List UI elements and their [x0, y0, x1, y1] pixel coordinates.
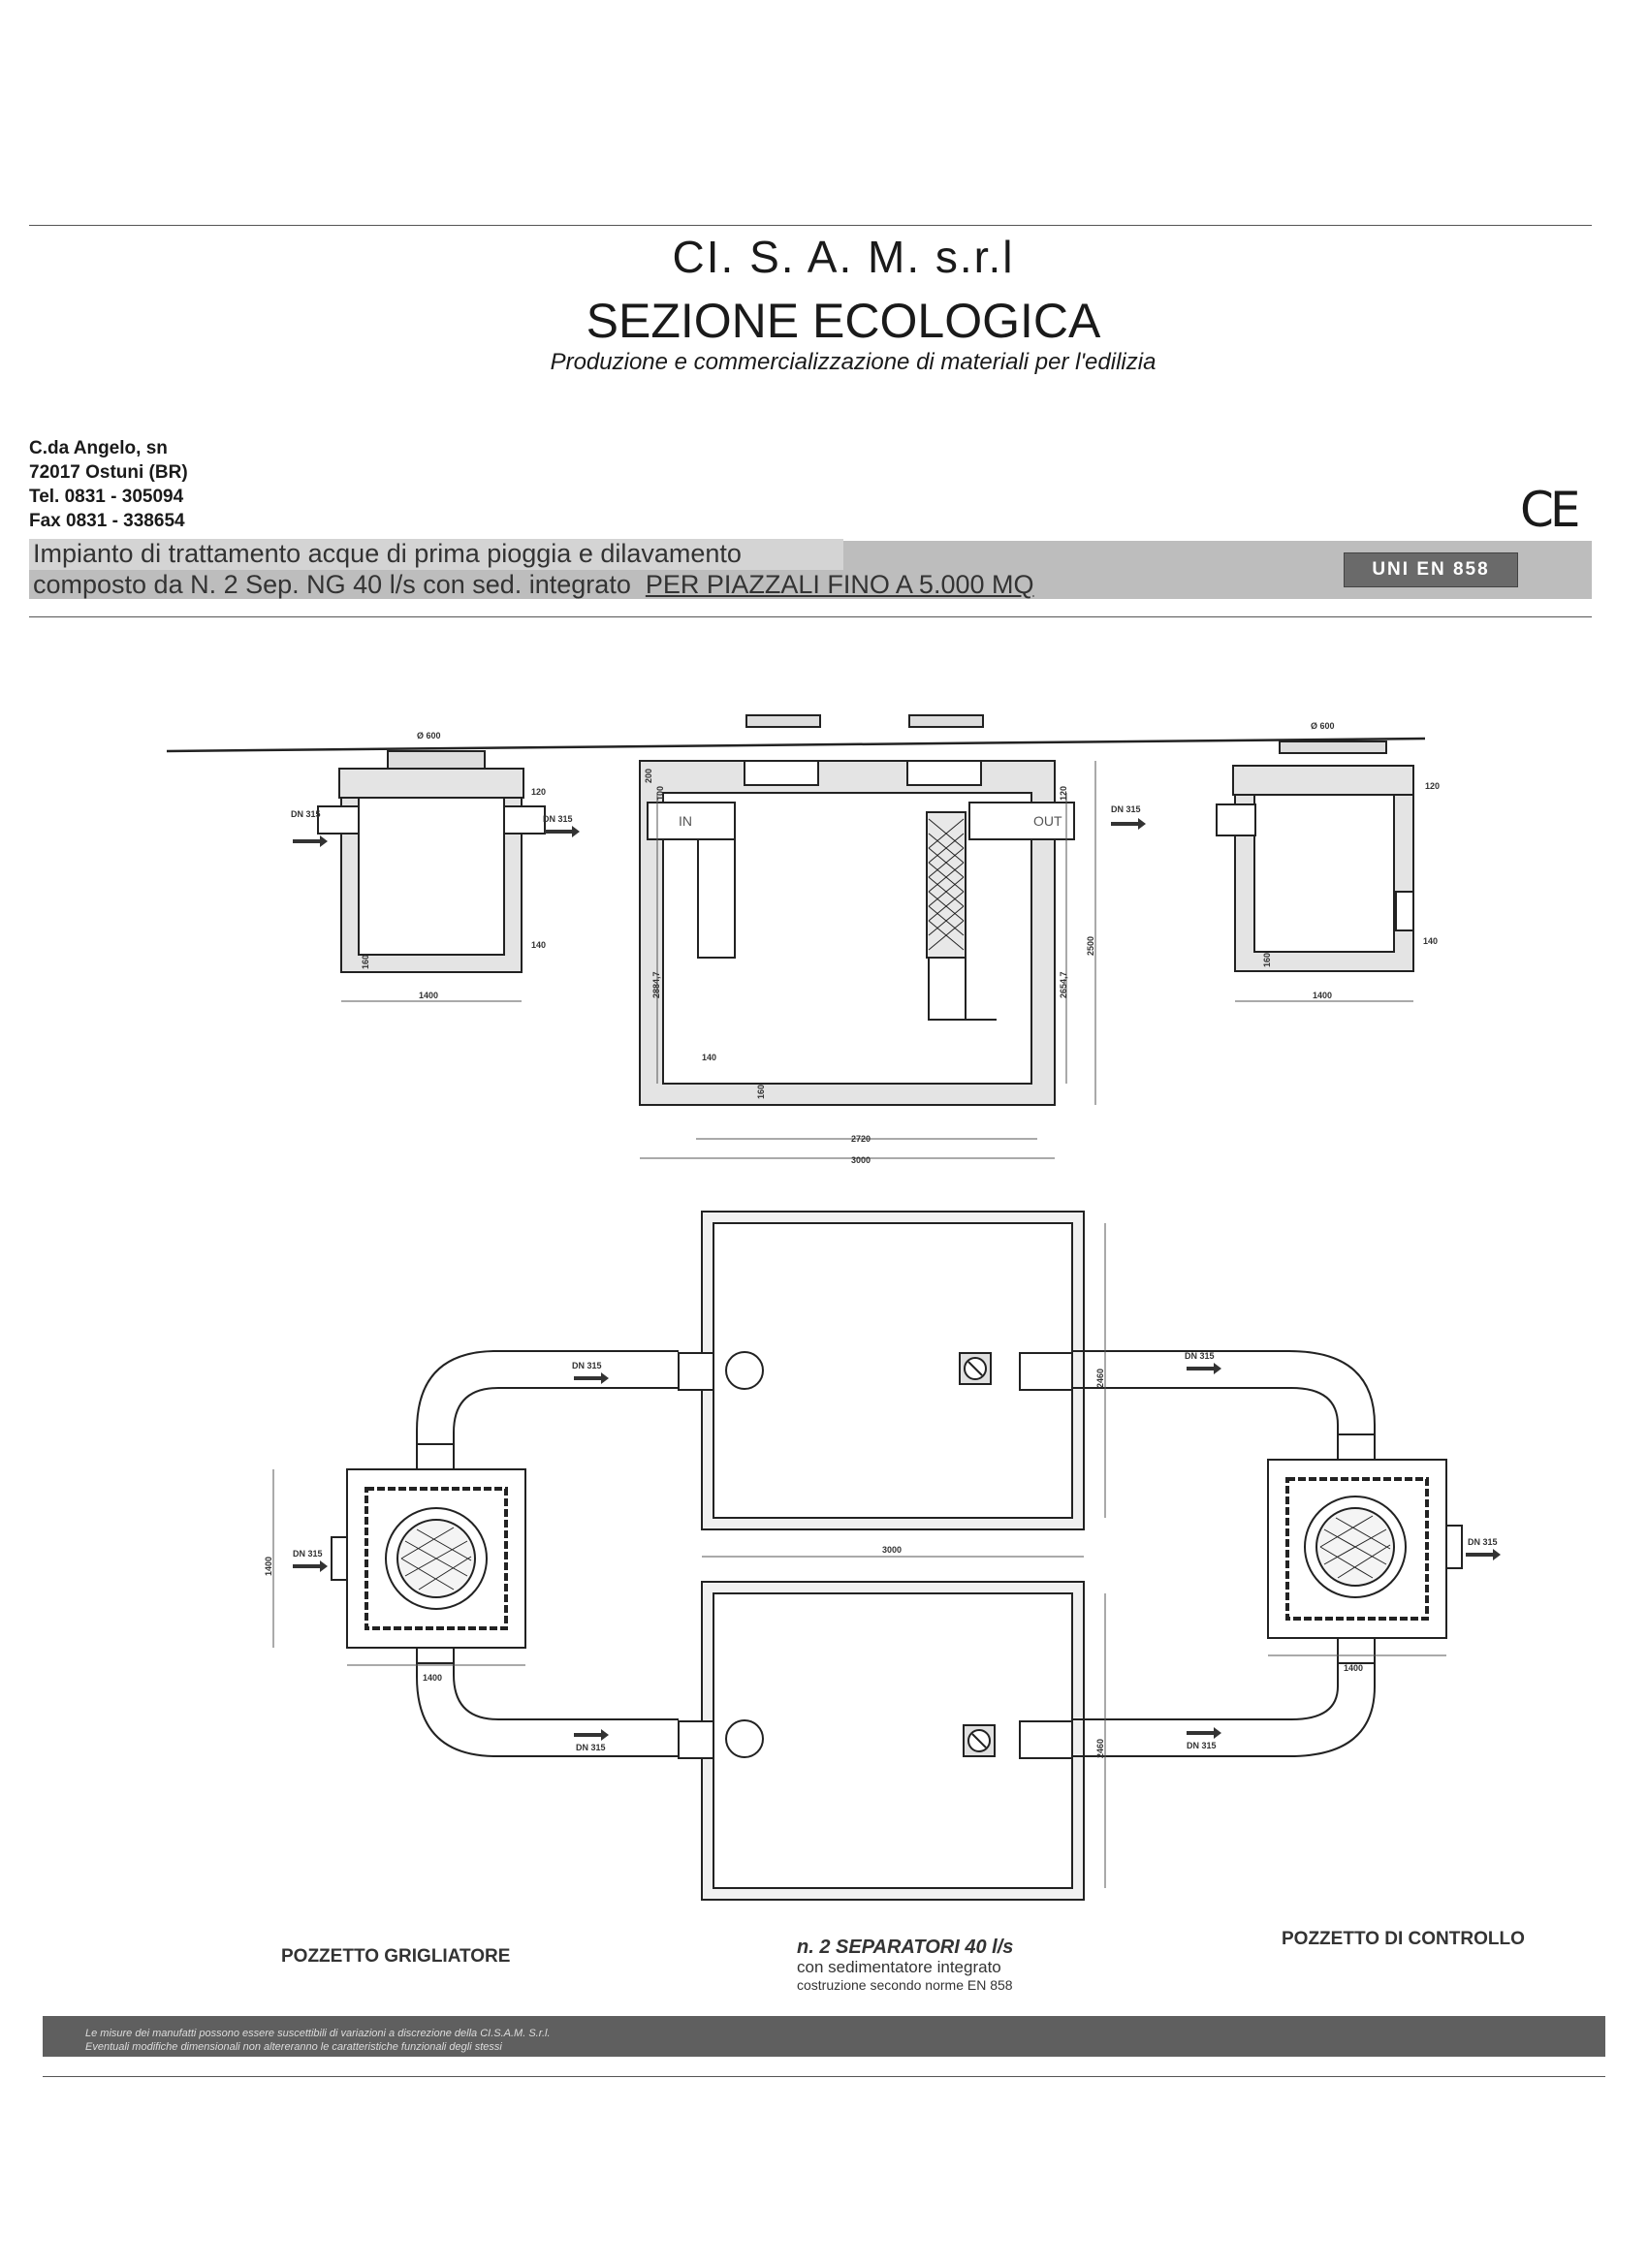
- caption-pozzetto-grigliatore: POZZETTO GRIGLIATORE: [281, 1946, 511, 1967]
- label-plan-1400-left: 1400: [423, 1673, 442, 1683]
- pipes: [416, 1350, 1376, 1757]
- ground-line: [166, 737, 1426, 753]
- description-line2-underlined: PER PIAZZALI FINO A 5.000 MQ: [645, 570, 1034, 599]
- standard-badge: UNI EN 858: [1344, 552, 1518, 587]
- label-height-left: 2884,7: [651, 971, 661, 998]
- tagline: Produzione e commercializzazione di mate…: [550, 349, 1157, 375]
- section-pozzetto-controllo: [1216, 740, 1414, 972]
- description-line2: composto da N. 2 Sep. NG 40 l/s con sed.…: [33, 570, 1034, 600]
- address-street: C.da Angelo, sn: [29, 438, 168, 458]
- label-140-sep: 140: [702, 1053, 716, 1062]
- label-dn-right-in: DN 315: [1111, 804, 1141, 814]
- label-120-right: 120: [1425, 781, 1440, 791]
- label-dn-out: DN 315: [1468, 1537, 1498, 1547]
- label-1400-left: 1400: [419, 991, 438, 1000]
- label-160-left: 160: [361, 955, 370, 969]
- label-height-total: 2500: [1086, 936, 1095, 956]
- section-pozzetto-grigliatore: [317, 750, 546, 973]
- description-line1: Impianto di trattamento acque di prima p…: [33, 539, 742, 568]
- label-140-right: 140: [1423, 936, 1438, 946]
- ce-mark: CE: [1520, 482, 1580, 538]
- company-name: CI. S. A. M. s.r.l: [672, 232, 1015, 282]
- caption-separatori-sub2: costruzione secondo norme EN 858: [797, 1977, 1013, 1993]
- address-tel: Tel. 0831 - 305094: [29, 487, 184, 507]
- address-fax: Fax 0831 - 338654: [29, 511, 185, 531]
- label-3000: 3000: [851, 1155, 871, 1165]
- label-diam-left: Ø 600: [417, 731, 441, 740]
- label-dn-bottom-left: DN 315: [576, 1743, 606, 1752]
- label-160-sep: 160: [756, 1085, 766, 1099]
- address-city: 72017 Ostuni (BR): [29, 462, 188, 483]
- label-plan-2460-top: 2460: [1095, 1369, 1105, 1388]
- label-dn-in: DN 315: [293, 1549, 323, 1559]
- label-dn-bottom-right: DN 315: [1187, 1741, 1217, 1750]
- label-2720: 2720: [851, 1134, 871, 1144]
- plan-pozzetto-grigliatore: [331, 1468, 526, 1649]
- label-out: OUT: [1033, 813, 1062, 829]
- bottom-rule: [43, 2076, 1605, 2077]
- label-100: 100: [655, 786, 665, 801]
- top-rule: [29, 225, 1592, 226]
- label-120-sep: 120: [1059, 786, 1068, 801]
- footer-bar: [43, 2016, 1605, 2057]
- band-rule: [29, 616, 1592, 617]
- label-140-left: 140: [531, 940, 546, 950]
- plan-separatore-bottom: [678, 1581, 1085, 1901]
- footer-note-2: Eventuali modifiche dimensionali non alt…: [85, 2041, 502, 2053]
- label-dn-left-in: DN 315: [291, 809, 321, 819]
- section-title: SEZIONE ECOLOGICA: [586, 294, 1101, 348]
- label-dn-left-out: DN 315: [543, 814, 573, 824]
- plan-pozzetto-controllo: [1267, 1459, 1463, 1639]
- plan-separatore-top: [678, 1211, 1085, 1530]
- section-separatore: [639, 714, 1075, 1106]
- label-1400-right: 1400: [1313, 991, 1332, 1000]
- label-dn-top-right: DN 315: [1185, 1351, 1215, 1361]
- label-plan-3000: 3000: [882, 1545, 902, 1555]
- label-160-right: 160: [1262, 953, 1272, 967]
- caption-pozzetto-controllo: POZZETTO DI CONTROLLO: [1282, 1929, 1525, 1949]
- caption-separatori-sub1: con sedimentatore integrato: [797, 1958, 1001, 1976]
- label-diam-right: Ø 600: [1311, 721, 1335, 731]
- label-120-left: 120: [531, 787, 546, 797]
- label-200: 200: [644, 769, 653, 783]
- caption-separatori-title: n. 2 SEPARATORI 40 l/s: [797, 1937, 1014, 1958]
- label-plan-1400-right: 1400: [1344, 1663, 1363, 1673]
- description-line2-prefix: composto da N. 2 Sep. NG 40 l/s con sed.…: [33, 570, 631, 599]
- label-plan-1400-height: 1400: [264, 1557, 273, 1576]
- label-dn-top-left: DN 315: [572, 1361, 602, 1370]
- label-plan-2460-bottom: 2460: [1095, 1739, 1105, 1758]
- label-in: IN: [679, 813, 692, 829]
- label-height-right: 2654,7: [1059, 971, 1068, 998]
- footer-note-1: Le misure dei manufatti possono essere s…: [85, 2028, 551, 2039]
- description-band-highlight: [29, 539, 843, 570]
